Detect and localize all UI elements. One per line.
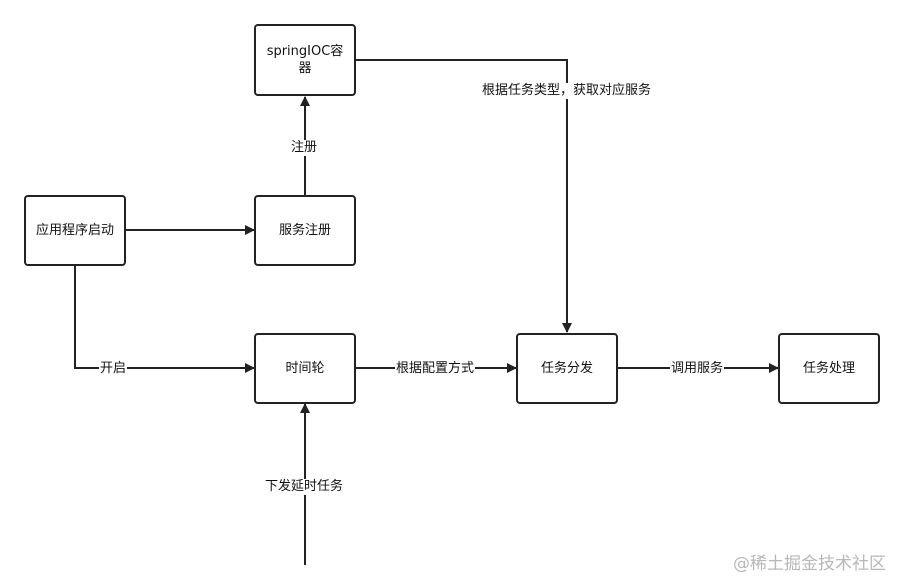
label-start: 开启 — [99, 361, 128, 377]
label-register: 注册 — [290, 140, 319, 156]
node-process: 任务处理 — [778, 333, 880, 404]
node-time-wheel: 时间轮 — [254, 333, 356, 404]
node-service-register: 服务注册 — [254, 195, 356, 266]
edge-start — [74, 266, 255, 373]
node-dispatch: 任务分发 — [516, 333, 618, 404]
edge-ioc-to-dispatch — [356, 59, 572, 333]
label-by-task-type: 根据任务类型，获取对应服务 — [481, 83, 653, 99]
watermark: @稀土掘金技术社区 — [733, 554, 886, 574]
node-ioc-container: springIOC容器 — [254, 24, 356, 96]
label-by-config: 根据配置方式 — [395, 361, 476, 377]
label-delay-task: 下发延时任务 — [264, 479, 345, 495]
node-app-start: 应用程序启动 — [24, 195, 126, 266]
label-invoke: 调用服务 — [670, 361, 725, 377]
